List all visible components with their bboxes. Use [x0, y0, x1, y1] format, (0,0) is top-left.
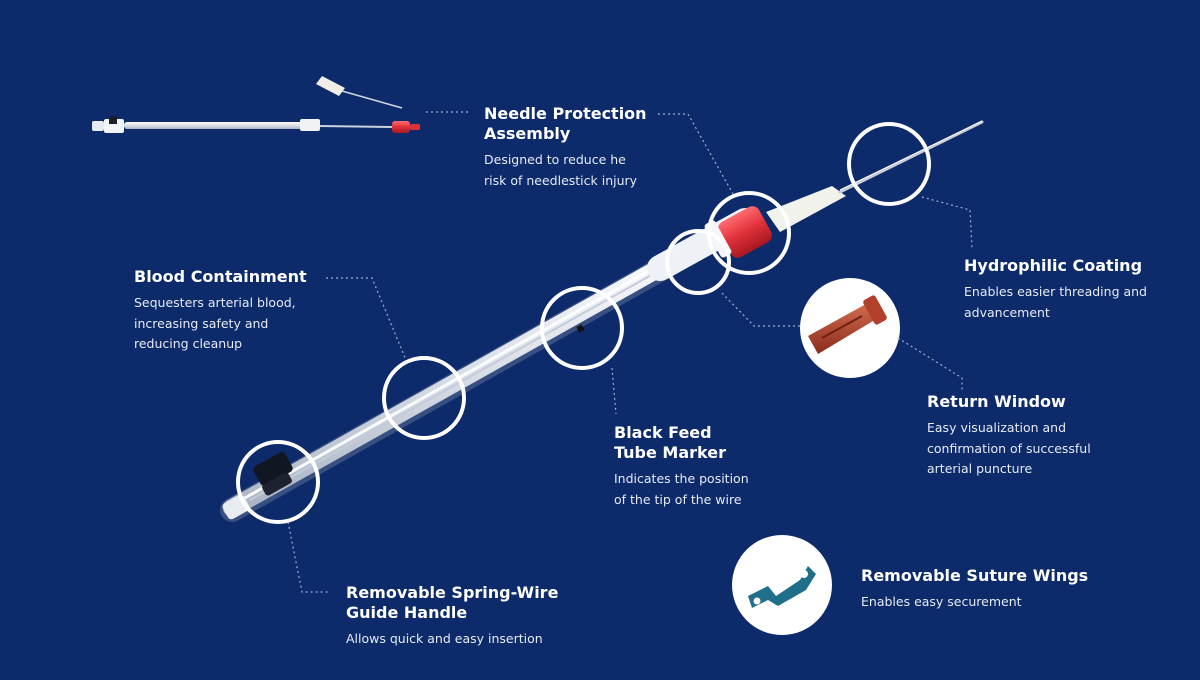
- callout-black-feed-marker: Black Feed Tube Marker Indicates the pos…: [614, 423, 749, 510]
- leader-blood-containment: [326, 277, 407, 361]
- return-window-text: Easy visualization and confirmation of s…: [927, 420, 1091, 476]
- leader-black-feed-marker: [611, 367, 617, 415]
- leader-hydrophilic: [921, 196, 973, 249]
- suture-wings-inset: [732, 535, 832, 635]
- black-feed-marker-title: Black Feed Tube Marker: [614, 423, 726, 462]
- ring-needle-protection: [707, 191, 791, 275]
- needle-protection-text: Designed to reduce he risk of needlestic…: [484, 152, 638, 188]
- guide-handle-text: Allows quick and easy insertion: [346, 631, 543, 646]
- return-window-inset: [800, 278, 900, 378]
- leader-return-window: [721, 292, 802, 327]
- callout-hydrophilic-coating: Hydrophilic Coating Enables easier threa…: [964, 256, 1147, 323]
- suture-wings-text: Enables easy securement: [861, 594, 1022, 609]
- return-window-title: Return Window: [927, 392, 1066, 411]
- leader-guide-handle: [287, 521, 330, 593]
- callout-guide-handle: Removable Spring-Wire Guide Handle Allow…: [346, 583, 558, 650]
- ring-black-feed-marker: [540, 286, 624, 370]
- ring-blood-containment: [382, 356, 466, 440]
- blood-containment-title: Blood Containment: [134, 267, 307, 286]
- ring-hydrophilic-coating: [847, 122, 931, 206]
- callout-blood-containment: Blood Containment Sequesters arterial bl…: [134, 267, 307, 355]
- leader-needle-to-hub: [658, 113, 734, 195]
- hydrophilic-coating-title: Hydrophilic Coating: [964, 256, 1143, 275]
- leader-return-window-label: [897, 337, 963, 392]
- ring-guide-handle: [236, 440, 320, 524]
- black-feed-marker-text: Indicates the position of the tip of the…: [614, 471, 749, 507]
- callout-return-window: Return Window Easy visualization and con…: [927, 392, 1091, 480]
- callout-suture-wings: Removable Suture Wings Enables easy secu…: [861, 566, 1088, 613]
- blood-containment-text: Sequesters arterial blood, increasing sa…: [134, 295, 296, 351]
- hydrophilic-coating-text: Enables easier threading and advancement: [964, 284, 1147, 320]
- guide-handle-title: Removable Spring-Wire Guide Handle: [346, 583, 559, 622]
- callout-needle-protection: Needle Protection Assembly Designed to r…: [484, 104, 647, 191]
- overview-device: [92, 76, 420, 133]
- needle-protection-title: Needle Protection Assembly: [484, 104, 647, 143]
- suture-wings-title: Removable Suture Wings: [861, 566, 1089, 585]
- ring-return-window: [665, 229, 731, 295]
